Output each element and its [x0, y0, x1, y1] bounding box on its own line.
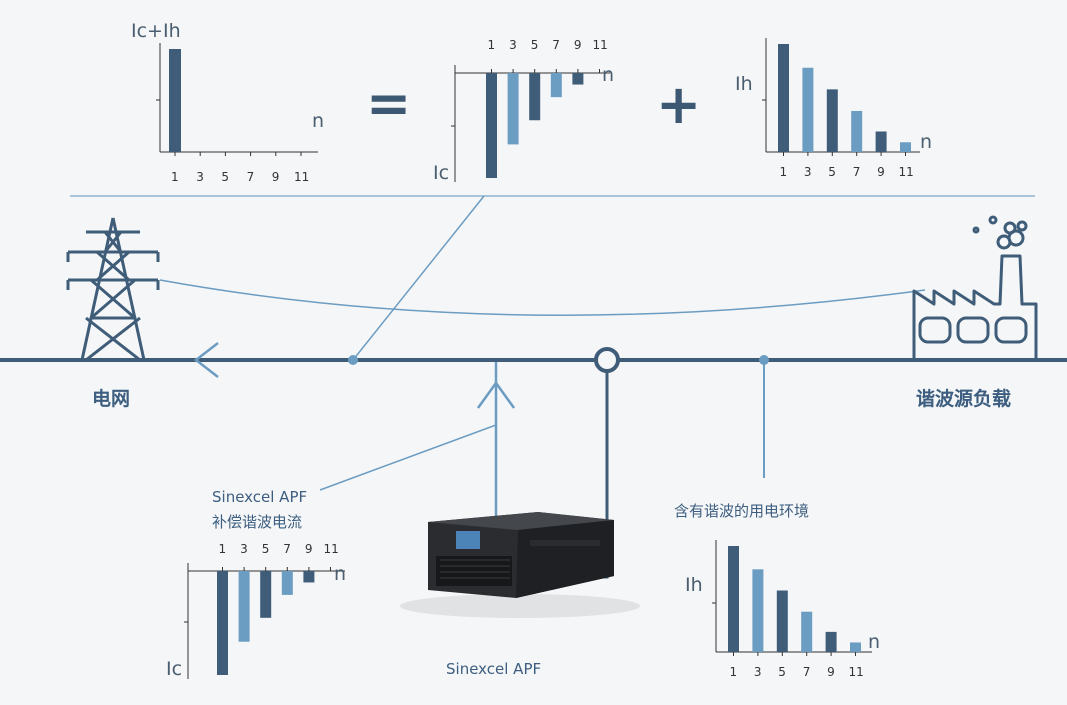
ic-bottom-bar-7 — [281, 571, 293, 595]
apf-note-line1: Sinexcel APF — [212, 488, 308, 506]
ih-bottom-tick-label-9: 9 — [827, 665, 835, 679]
ih-bottom-tick-label-5: 5 — [778, 665, 786, 679]
current-direction-arrow — [193, 342, 219, 378]
ih-bottom-tick-label-7: 7 — [802, 665, 811, 679]
ih-top-bar-3 — [802, 67, 814, 152]
sum-bar-1 — [169, 49, 181, 152]
transmission-tower-icon — [66, 217, 160, 362]
ih-bottom-x-label: n — [868, 631, 881, 653]
ic-bottom-tick-label-11: 11 — [323, 542, 339, 556]
apf-injection-arrow — [476, 380, 516, 409]
ic-top-bar-9 — [572, 73, 584, 85]
ih-bottom-bar-9 — [825, 631, 837, 652]
ih-top-bar-5 — [826, 89, 838, 152]
grid-label: 电网 — [92, 388, 131, 410]
sum-tick-label-11: 11 — [294, 170, 310, 184]
apf-note-leader — [319, 424, 497, 491]
factory-icon — [912, 215, 1038, 360]
ih-bottom-bar-1 — [728, 546, 739, 652]
ic-top-tick-label-1: 1 — [487, 38, 496, 52]
ic-top-tick-label-7: 7 — [552, 38, 560, 52]
junction-dot-right — [759, 355, 769, 365]
load-label: 谐波源负载 — [916, 388, 1012, 410]
ic-bottom-tick-label-9: 9 — [304, 542, 313, 556]
ih-top-bar-1 — [778, 44, 789, 152]
ih-bottom-y-label: Ih — [685, 574, 703, 596]
env-label: 含有谐波的用电环境 — [674, 502, 810, 520]
sum-tick-label-3: 3 — [196, 170, 204, 184]
harmonic-flow-curve — [159, 279, 926, 316]
apf-note-line2: 补偿谐波电流 — [212, 513, 303, 531]
device-caption: Sinexcel APF — [446, 660, 542, 678]
ic-top-tick-label-11: 11 — [592, 38, 608, 52]
ih-bottom-bar-3 — [752, 569, 764, 652]
sum-tick-label-7: 7 — [246, 170, 255, 184]
ic-top-tick-label-5: 5 — [530, 38, 539, 52]
ic-bottom-tick-label-3: 3 — [240, 542, 248, 556]
plus-sign: + — [656, 73, 702, 136]
ic-bottom-tick-label-5: 5 — [261, 542, 270, 556]
ic-top-tick-label-9: 9 — [573, 38, 582, 52]
ih-bottom-bar-11 — [850, 642, 861, 652]
ic-top-bar-3 — [507, 73, 519, 145]
ih-top-bar-7 — [851, 110, 863, 152]
ih-top-tick-label-1: 1 — [779, 165, 788, 179]
ih-top-tick-label-11: 11 — [898, 165, 914, 179]
leader-line-top — [352, 195, 485, 361]
ih-top-tick-label-5: 5 — [828, 165, 836, 179]
ic-top-y-label: Ic — [433, 162, 450, 184]
current-transformer — [594, 347, 620, 373]
apf-device-image — [400, 512, 640, 618]
sum-x-label: n — [312, 110, 325, 132]
ih-top-x-label: n — [920, 131, 933, 153]
ih-bottom-tick-label-11: 11 — [848, 665, 864, 679]
ic-bottom-bar-3 — [238, 571, 250, 642]
sum-tick-label-5: 5 — [221, 170, 230, 184]
ih-bottom-bar-5 — [776, 590, 788, 652]
ic-bottom-tick-label-1: 1 — [218, 542, 227, 556]
sum-tick-label-9: 9 — [271, 170, 280, 184]
ih-top-tick-label-3: 3 — [803, 165, 812, 179]
ic-bottom-tick-label-7: 7 — [283, 542, 291, 556]
equals-sign: = — [366, 72, 412, 135]
ic-top-bar-5 — [529, 73, 541, 121]
ic-bottom-y-label: Ic — [166, 658, 183, 680]
ic-top-tick-label-3: 3 — [509, 38, 517, 52]
ih-top-y-label: Ih — [735, 73, 753, 95]
sum-tick-label-1: 1 — [171, 170, 179, 184]
ic-top-bar-7 — [550, 73, 562, 98]
ih-bottom-tick-label-1: 1 — [729, 665, 738, 679]
sum-y-label: Ic+Ih — [131, 20, 181, 42]
ic-bottom-x-label: n — [334, 563, 347, 585]
ic-top-bar-1 — [486, 73, 497, 178]
ic-top-x-label: n — [602, 64, 615, 86]
ih-top-tick-label-7: 7 — [852, 165, 861, 179]
ic-bottom-bar-1 — [217, 571, 228, 675]
ih-top-bar-11 — [900, 142, 911, 152]
ih-top-bar-9 — [875, 131, 887, 152]
ic-bottom-bar-9 — [303, 571, 315, 583]
ih-top-tick-label-9: 9 — [877, 165, 885, 179]
ih-bottom-tick-label-3: 3 — [753, 665, 762, 679]
ih-bottom-bar-7 — [801, 611, 813, 652]
ic-bottom-bar-5 — [260, 571, 272, 618]
junction-dot-left — [348, 355, 358, 365]
